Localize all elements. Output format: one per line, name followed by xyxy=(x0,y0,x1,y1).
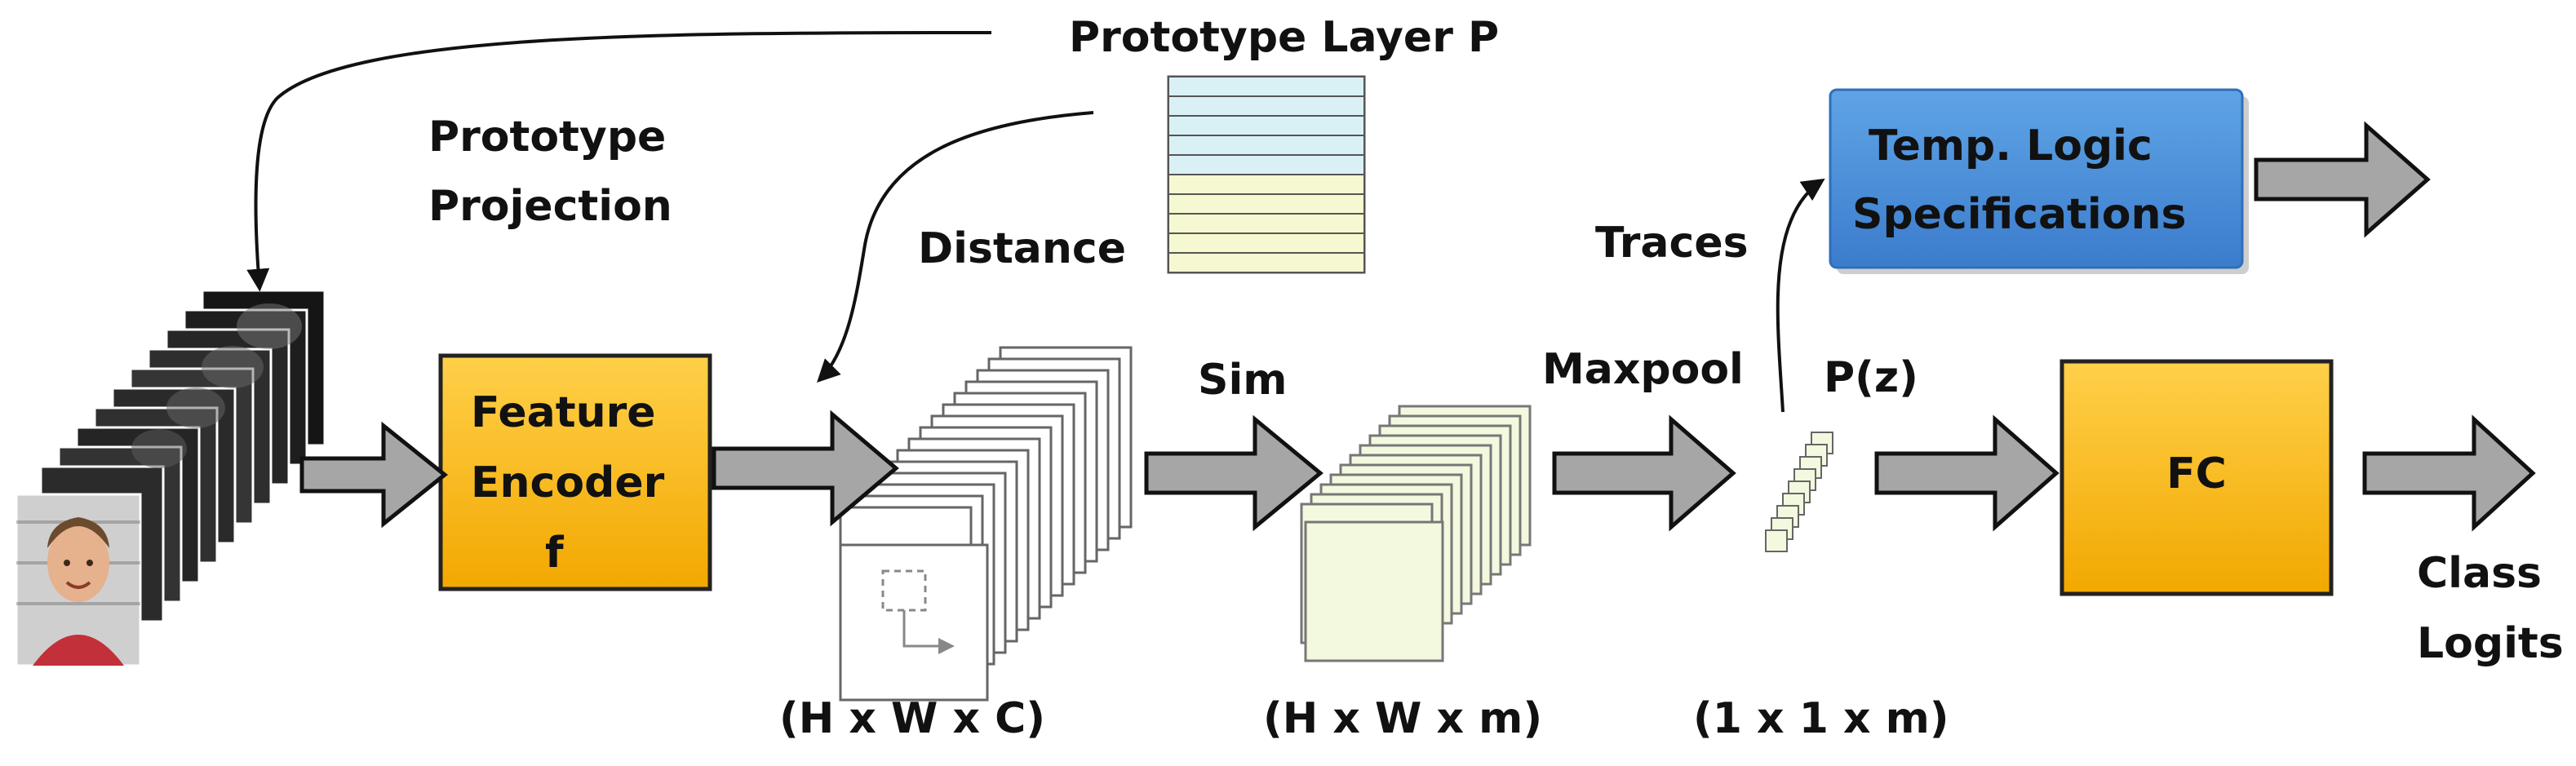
block-arrows xyxy=(299,121,2536,532)
arrow-temporal-logic-out xyxy=(2254,121,2431,238)
maxpool-label: Maxpool xyxy=(1542,345,1744,394)
temporal-logic-box: Temp. Logic Specifications xyxy=(1829,88,2249,274)
arrow-encoder-to-features xyxy=(712,410,899,527)
sim-label: Sim xyxy=(1198,356,1287,405)
input-frame-stack xyxy=(15,289,326,667)
feature-encoder-line3: f xyxy=(545,529,565,578)
dims-hwc-label: (H x W x C) xyxy=(779,694,1045,743)
prototype-projection-arrow xyxy=(246,31,992,292)
temporal-logic-line2: Specifications xyxy=(1852,190,2186,239)
arrow-input-to-encoder xyxy=(299,421,449,529)
prototype-layer-stack xyxy=(1167,75,1366,274)
class-logits-line1: Class xyxy=(2417,549,2542,598)
pz-vector-stack xyxy=(1765,432,1833,552)
similarity-map-stack xyxy=(1300,405,1532,662)
dims-11m-label: (1 x 1 x m) xyxy=(1693,694,1949,743)
feature-encoder-box: Feature Encoder f xyxy=(438,353,712,591)
arrow-pz-to-fc xyxy=(1874,414,2059,532)
prototype-projection-line1: Prototype xyxy=(428,113,666,162)
class-logits-line2: Logits xyxy=(2417,619,2564,668)
pz-label: P(z) xyxy=(1824,353,1918,402)
traces-arrow xyxy=(1776,178,1825,413)
arrow-sim-to-maxpool xyxy=(1552,414,1736,532)
traces-label: Traces xyxy=(1595,219,1749,268)
feature-map-stack xyxy=(839,346,1133,702)
face-frame xyxy=(15,493,142,667)
prototype-projection-line2: Projection xyxy=(428,182,672,231)
arrow-features-to-sim xyxy=(1144,414,1323,532)
fc-label: FC xyxy=(2166,449,2227,498)
feature-encoder-line1: Feature xyxy=(471,388,656,437)
temporal-logic-line1: Temp. Logic xyxy=(1869,122,2153,170)
feature-encoder-line2: Encoder xyxy=(471,458,665,507)
arrow-fc-to-logits xyxy=(2362,414,2536,532)
distance-label: Distance xyxy=(918,224,1126,273)
prototype-layer-label: Prototype Layer P xyxy=(1069,13,1499,62)
dims-hwm-label: (H x W x m) xyxy=(1263,694,1542,743)
fc-box: FC xyxy=(2059,359,2334,596)
distance-arrow xyxy=(817,111,1094,383)
